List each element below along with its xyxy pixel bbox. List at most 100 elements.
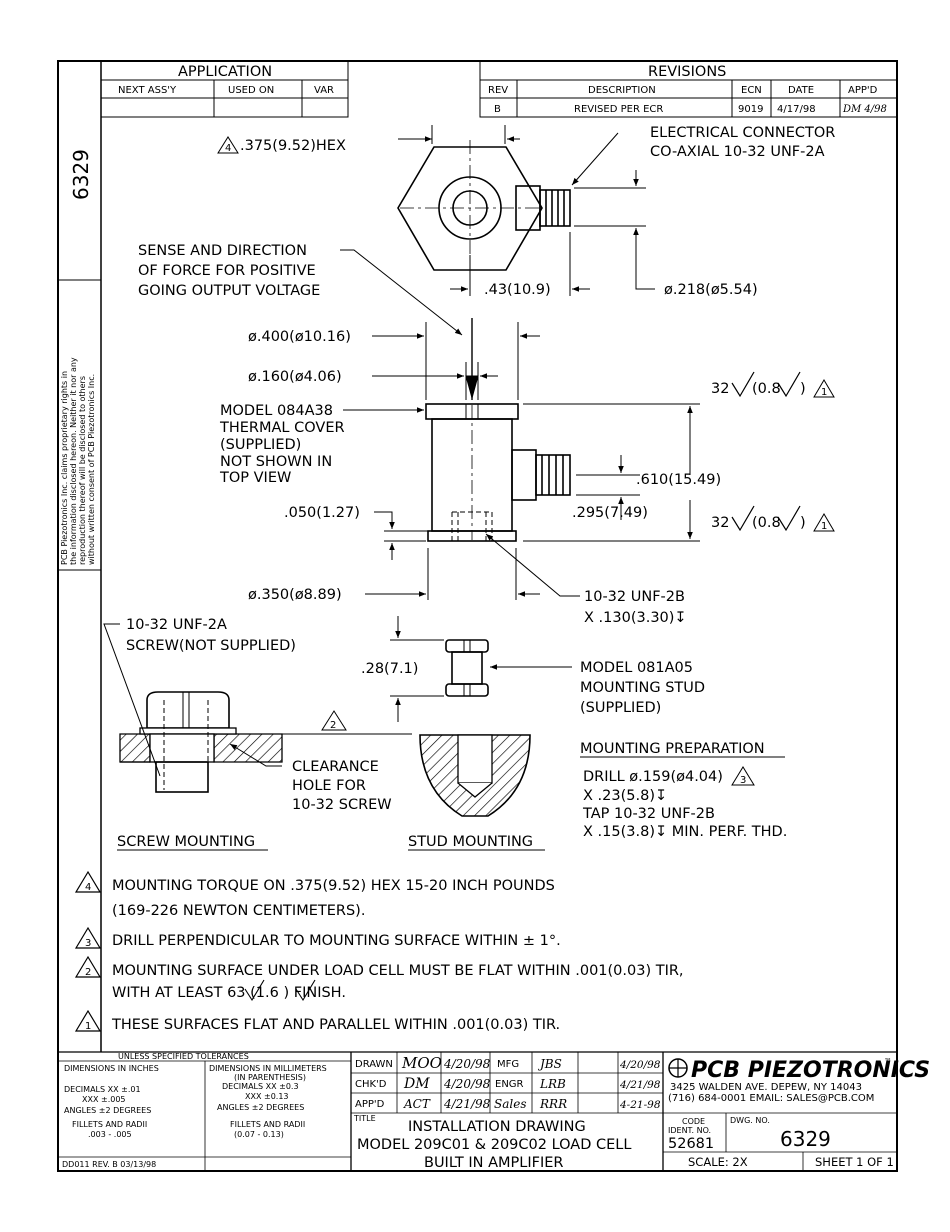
stud-dimensions [390,616,572,722]
note-text: WITH AT LEAST 63 (1.6 ) FINISH. [112,985,346,1001]
signoff-label: MFG [497,1059,519,1070]
signoff-table: DRAWN MOO 4/20/98 MFG JBS 4/20/98 CHK'D … [355,1054,661,1111]
side-drawing-number: 6329 [69,149,93,200]
note-number: 2 [85,967,91,978]
screw-label-line2: SCREW(NOT SUPPLIED) [126,638,296,654]
title-label: TITLE [353,1114,376,1123]
revision-cell: REVISED PER ECR [574,104,663,115]
triangle-3: 3 [740,775,746,786]
drawing-title-line3: BUILT IN AMPLIFIER [424,1155,564,1171]
surface-finish-top: 32 (0.8 ) 1 [711,371,835,398]
signoff-initials: RRR [539,1097,567,1111]
dim-295: .295(7.49) [572,505,648,521]
cover-label-line4: NOT SHOWN IN [220,454,332,470]
connector-label-line1: ELECTRICAL CONNECTOR [650,125,835,141]
signoff-label: Sales [494,1097,526,1111]
triangle-4: 4 [225,143,231,154]
scale: SCALE: 2X [688,1155,748,1169]
application-table [100,60,349,118]
revision-cell: 4/17/98 [777,104,816,115]
code-label: CODE [682,1117,705,1126]
drawing-number-label: DWG. NO. [730,1116,770,1125]
drawing-number: 6329 [780,1127,831,1151]
signoff-date: 4-21-98 [619,1099,661,1111]
tolerance-line: (0.07 - 0.13) [234,1130,284,1139]
note-2: 2 MOUNTING SURFACE UNDER LOAD CELL MUST … [74,955,684,1002]
prep-line4: X .15(3.8)↧ MIN. PERF. THD. [583,824,787,840]
prep-line1: DRILL ø.159(ø4.04) [583,769,723,785]
tolerance-line: XXX ±0.13 [245,1092,289,1101]
triangle-2: 2 [330,720,336,731]
application-header: USED ON [228,85,274,96]
tolerance-line: ANGLES ±2 DEGREES [217,1103,304,1112]
note-text: MOUNTING TORQUE ON .375(9.52) HEX 15-20 … [112,878,555,894]
clearance-label-line2: HOLE FOR [292,778,366,794]
dim-43: .43(10.9) [484,282,551,298]
finish-close: ) [800,515,806,531]
surface-finish-bottom: 32 (0.8 ) 1 [711,505,835,532]
signoff-initials: ACT [403,1097,431,1111]
revisions-header: DATE [788,85,814,96]
cover-label-line3: (SUPPLIED) [220,437,301,453]
triangle-1: 1 [821,521,827,532]
signoff-date: 4/20/98 [443,1057,491,1071]
signoff-date: 4/20/98 [619,1059,661,1071]
note-4: 4 MOUNTING TORQUE ON .375(9.52) HEX 15-2… [74,870,555,919]
finish-close: ) [800,381,806,397]
tolerance-line: DIMENSIONS IN MILLIMETERS [209,1064,327,1073]
force-leader [340,249,463,336]
proprietary-line: without written consent of PCB Piezotron… [87,374,96,565]
signoff-label: ENGR [495,1079,524,1090]
prep-line3: TAP 10-32 UNF-2B [582,806,715,822]
revisions-title: REVISIONS [648,64,726,80]
stud-label-line1: MODEL 081A05 [580,660,693,676]
company-logo: PCB PIEZOTRONICS ™ [668,1057,930,1083]
signoff-initials: DM [403,1076,430,1092]
note-text: DRILL PERPENDICULAR TO MOUNTING SURFACE … [112,933,561,949]
dim-400: ø.400(ø10.16) [248,329,351,345]
revision-cell: DM 4/98 [842,104,887,115]
tolerance-line: ANGLES ±2 DEGREES [64,1106,151,1115]
note-number: 3 [85,938,91,949]
drawing-title-line1: INSTALLATION DRAWING [408,1119,586,1135]
force-label-line2: OF FORCE FOR POSITIVE [138,263,316,279]
tolerance-line: DECIMALS XX ±0.3 [222,1082,299,1091]
signoff-date: 4/21/98 [619,1079,661,1091]
force-label-line3: GOING OUTPUT VOLTAGE [138,283,320,299]
proprietary-line: reproduction thereof will be disclosed t… [78,376,87,565]
hex-dimension-label: .375(9.52)HEX [240,138,346,154]
company-name: PCB PIEZOTRONICS [691,1058,930,1083]
force-label-line1: SENSE AND DIRECTION [138,243,307,259]
stud-label-line3: (SUPPLIED) [580,700,661,716]
top-view-dimensions [398,125,655,296]
general-notes: 4 MOUNTING TORQUE ON .375(9.52) HEX 15-2… [74,870,684,1033]
signoff-date: 4/20/98 [443,1077,491,1091]
revision-cell: B [494,104,501,115]
signoff-initials: JBS [537,1057,562,1071]
tolerance-header: UNLESS SPECIFIED TOLERANCES [118,1052,249,1061]
dim-218: ø.218(ø5.54) [664,282,758,298]
signoff-label: CHK'D [355,1079,387,1090]
proprietary-notice: PCB Piezotronics Inc. claims proprietary… [60,357,96,565]
prep-line2: X .23(5.8)↧ [583,788,667,804]
dim-610: .610(15.49) [636,472,721,488]
triangle-1: 1 [821,387,827,398]
signoff-initials: LRB [539,1077,566,1091]
mounting-stud-drawing [445,639,489,697]
side-view-drawing [425,403,571,542]
code-ident-number: 52681 [668,1136,714,1152]
tolerance-line: .003 - .005 [88,1130,132,1139]
trademark: ™ [884,1057,892,1066]
drawing-title-line2: MODEL 209C01 & 209C02 LOAD CELL [357,1137,631,1153]
tolerance-line: DECIMALS XX ±.01 [64,1085,141,1094]
revisions-header: ECN [741,85,762,96]
note-text: MOUNTING SURFACE UNDER LOAD CELL MUST BE… [112,963,684,979]
revisions-header: DESCRIPTION [588,85,656,96]
dim-050: .050(1.27) [284,505,360,521]
note-text: THESE SURFACES FLAT AND PARALLEL WITHIN … [111,1017,560,1033]
proprietary-line: the information disclosed hereon. Neithe… [69,357,78,565]
dim-350: ø.350(ø8.89) [248,587,342,603]
application-header: VAR [314,85,334,96]
finish-mm: (0.8 [752,515,781,531]
